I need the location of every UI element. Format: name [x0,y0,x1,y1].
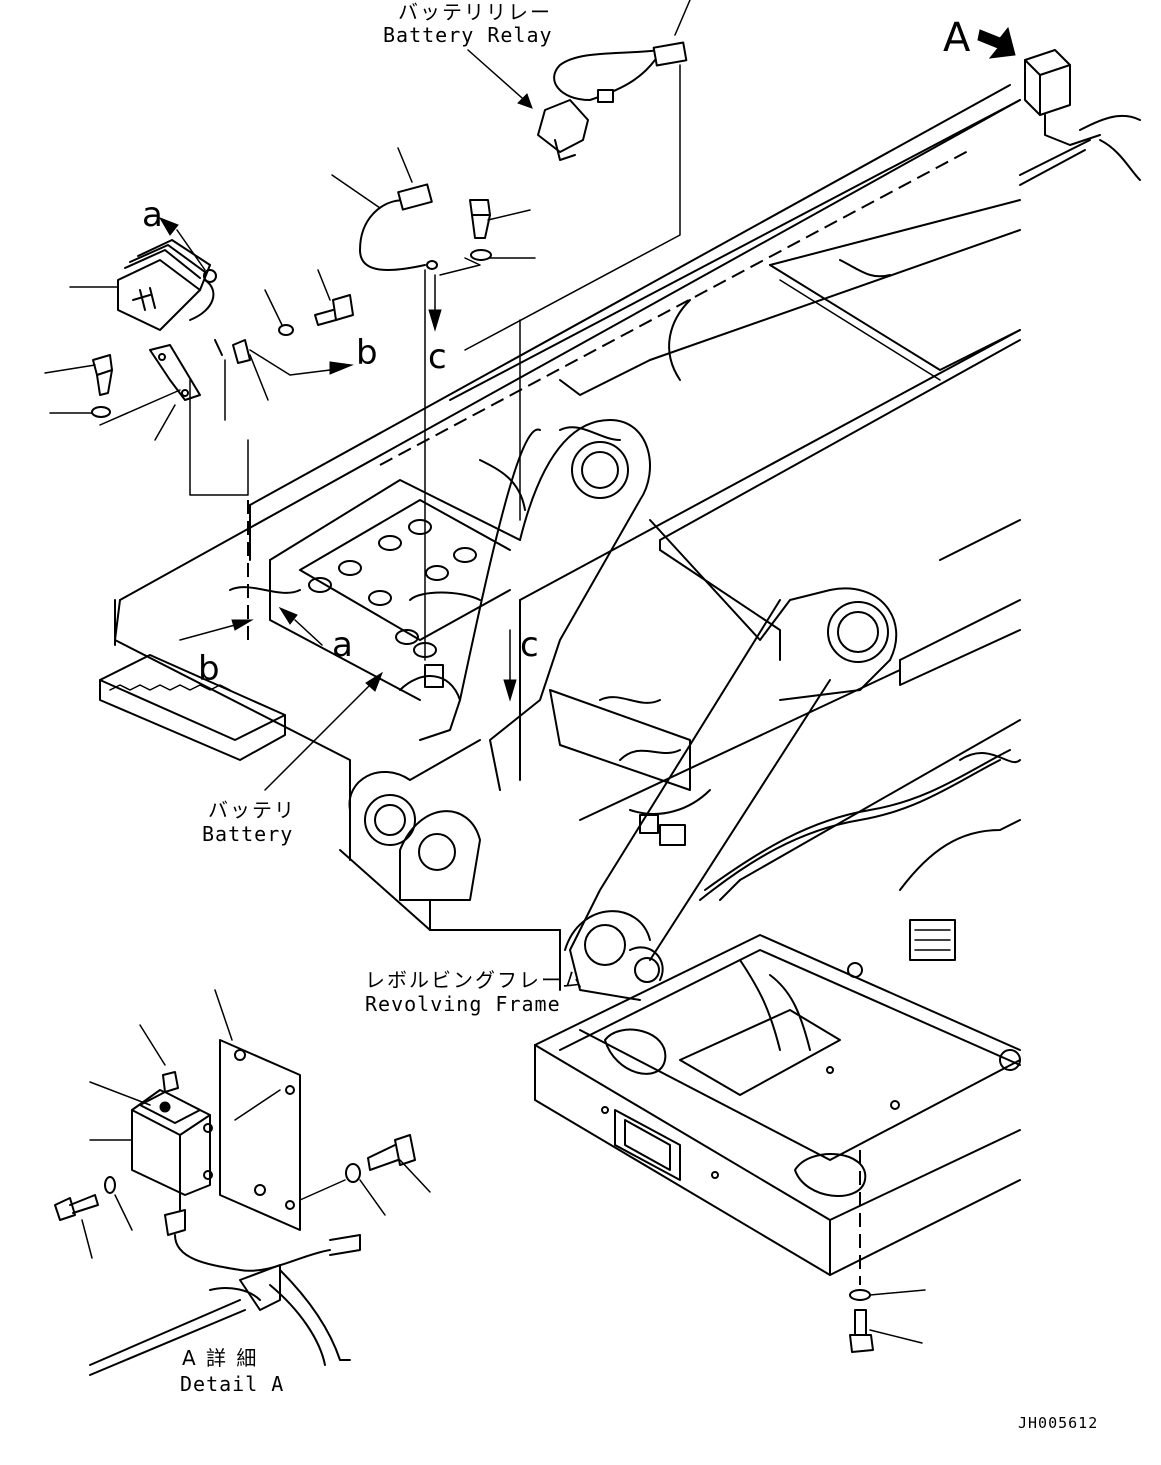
battery-relay-label-jp: バッテリリレー [398,0,552,24]
battery-box [269,479,521,741]
detail-a-label-en: Detail A [180,1372,285,1396]
view-a-label: A [943,15,971,61]
battery-relay-label-en: Battery Relay [383,23,553,47]
detail-a-label-jp: A 詳 細 [182,1346,259,1370]
box-a [1019,49,1141,186]
bolt-bottom [849,1289,874,1353]
bracket-part [149,344,201,401]
revolving-frame [114,84,1021,1285]
battery-relay [537,41,688,161]
cable-parts [359,183,438,271]
drawing-code: JH005612 [1018,1414,1099,1432]
leader-lines [44,0,1016,1344]
step [99,599,286,761]
ref-a-bottom: a [332,625,353,665]
boom-bracket [348,419,898,1001]
ref-b-top: b [356,333,378,373]
revolving-frame-label-en: Revolving Frame [365,992,561,1016]
horn-part [117,239,217,331]
revolving-frame-label-jp: レボルビングフレーム [365,968,585,992]
ref-b-bottom: b [198,649,220,689]
battery-label-en: Battery [202,822,294,846]
detail-a [54,1039,416,1376]
harness [229,259,1021,1051]
ref-c-bottom: c [520,625,539,665]
ref-c-top: c [428,337,447,377]
bolts [91,199,492,418]
battery-label-jp: バッテリ [208,798,296,822]
ref-a-top: a [142,195,163,235]
